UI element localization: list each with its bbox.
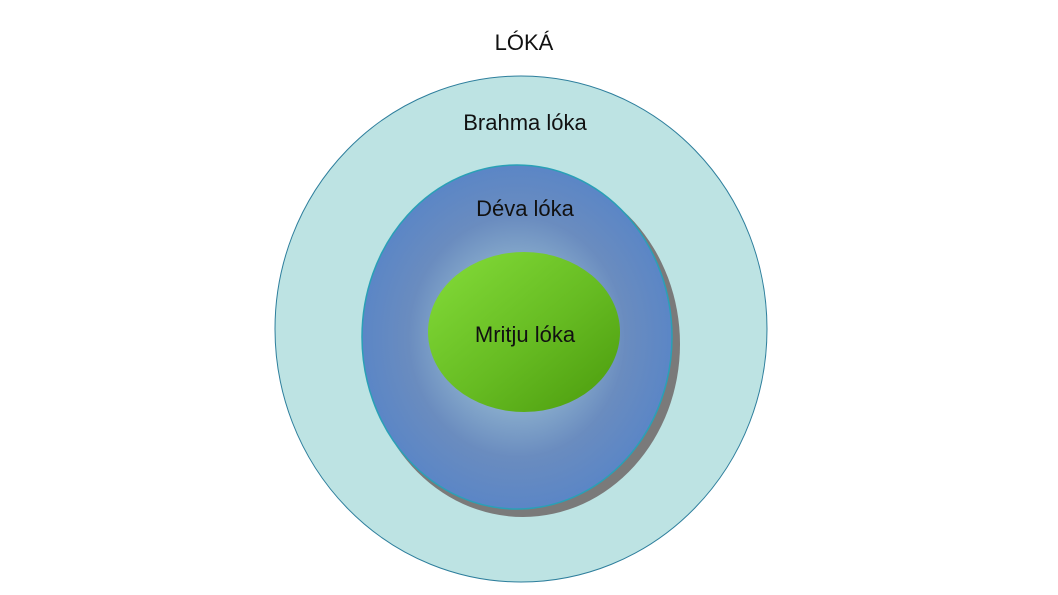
deva-loka-label: Déva lóka [476, 196, 575, 221]
mritju-loka-label: Mritju lóka [475, 322, 576, 347]
mritju-loka-ellipse [428, 252, 620, 412]
diagram-title: LÓKÁ [495, 30, 554, 55]
brahma-loka-label: Brahma lóka [463, 110, 587, 135]
